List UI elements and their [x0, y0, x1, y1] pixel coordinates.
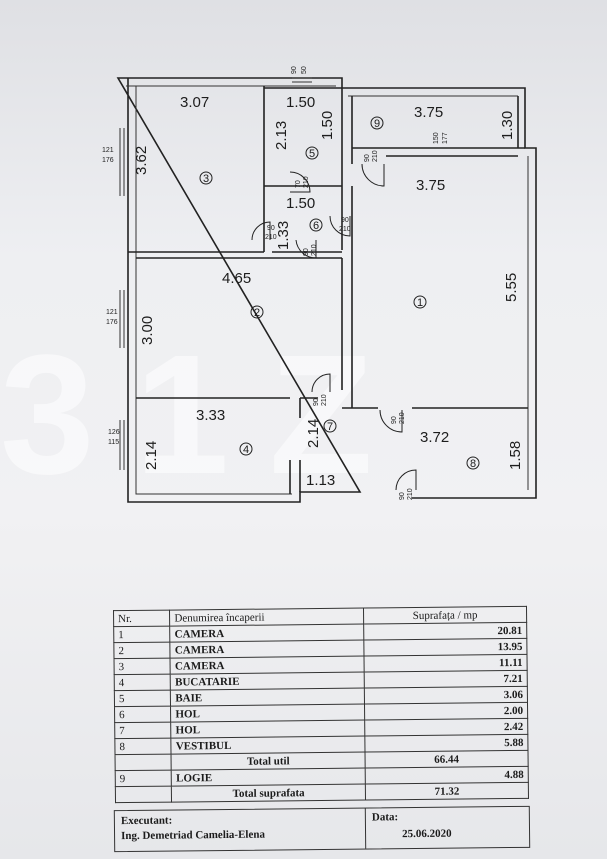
dim-room4-width: 3.33	[196, 407, 225, 424]
outer-wall-inner-line	[126, 85, 529, 495]
dim-room9-height: 1.30	[499, 111, 516, 140]
window-mark-r9-b: 177	[442, 132, 449, 144]
svg-text:8: 8	[470, 458, 476, 470]
door-mark-r3-b: 210	[265, 234, 277, 241]
dim-room3-height: 3.62	[133, 146, 150, 175]
door-mark-r8-b: 210	[399, 412, 406, 424]
window-mark-r3-b: 176	[102, 157, 114, 164]
door-mark-r1-b: 210	[339, 226, 351, 233]
svg-text:4: 4	[243, 444, 249, 456]
door-mark-entry-a: 90	[399, 492, 406, 500]
total-value: 71.32	[365, 782, 529, 801]
door-mark-r6-b: 210	[311, 244, 318, 256]
room-number-8: 8	[466, 456, 480, 470]
svg-text:6: 6	[313, 220, 319, 232]
signature-box: Executant: Ing. Demetriad Camelia-Elena …	[113, 805, 531, 853]
total-label: Total suprafata	[171, 784, 366, 803]
door-mark-r9-b: 210	[372, 150, 379, 162]
svg-text:3: 3	[203, 173, 209, 185]
header-nr: Nr.	[113, 610, 171, 627]
date-block: Data: 25.06.2020	[364, 806, 531, 849]
room-number-2: 2	[250, 305, 264, 319]
executant-name: Ing. Demetriad Camelia-Elena	[121, 828, 266, 843]
dim-room7-width: 1.13	[306, 472, 335, 489]
executant-block: Executant: Ing. Demetriad Camelia-Elena	[121, 813, 265, 845]
windows	[119, 77, 312, 470]
svg-text:1: 1	[417, 297, 423, 309]
date-value: 25.06.2020	[401, 827, 452, 841]
window-mark-r9-a: 150	[433, 132, 440, 144]
room-number-9: 9	[370, 116, 384, 130]
dim-room7-height: 2.14	[305, 419, 322, 448]
door-mark-r8-a: 90	[391, 416, 398, 424]
door-mark-r9-a: 90	[364, 154, 371, 162]
dim-room1-width: 3.75	[416, 177, 445, 194]
door-mark-r6-a: 90	[303, 248, 310, 256]
dim-room8-width: 3.72	[420, 429, 449, 446]
window-mark-top-b: 50	[301, 66, 308, 74]
window-mark-r2-a: 121	[106, 309, 118, 316]
room-number-6: 6	[309, 218, 323, 232]
door-mark-r3-a: 90	[267, 225, 275, 232]
door-mark-r5-b: 210	[303, 176, 310, 188]
door-mark-r5-a: 70	[295, 180, 302, 188]
room-number-7: 7	[323, 419, 337, 433]
door-arcs	[251, 163, 417, 491]
dim-room9-width: 3.75	[414, 104, 443, 121]
dim-room5-height: 2.13	[273, 121, 290, 150]
total-util-value: 66.44	[365, 750, 529, 769]
dim-room2-width: 4.65	[222, 270, 251, 287]
svg-text:5: 5	[309, 148, 315, 160]
room-number-4: 4	[239, 442, 253, 456]
door-mark-r2-b: 210	[321, 394, 328, 406]
date-label: Data:	[371, 811, 399, 824]
window-mark-top-a: 90	[291, 66, 298, 74]
floor-plan: 3.07 3.62 1.50 2.13 1.50 3.75 1.30 3.75 …	[102, 66, 537, 503]
dim-room8-height: 1.58	[507, 441, 524, 470]
door-mark-r2-a: 90	[313, 398, 320, 406]
dim-room3-width: 3.07	[180, 94, 209, 111]
room-number-5: 5	[305, 146, 319, 160]
room-number-3: 3	[199, 171, 213, 185]
dim-room4-height: 2.14	[143, 441, 160, 470]
outer-wall	[116, 77, 537, 503]
window-mark-r4-b: 115	[108, 439, 119, 446]
svg-text:2: 2	[254, 307, 260, 319]
dim-room5-width: 1.50	[286, 94, 315, 111]
dim-room1-height: 5.55	[503, 273, 520, 302]
door-mark-entry-b: 210	[407, 488, 414, 500]
executant-label: Executant:	[120, 814, 173, 828]
area-table: Nr. Denumirea încaperii Suprafața / mp 1…	[113, 606, 529, 803]
door-mark-r1-a: 90	[341, 217, 349, 224]
window-mark-r2-b: 176	[106, 319, 118, 326]
svg-text:7: 7	[327, 421, 333, 433]
room-number-1: 1	[413, 295, 427, 309]
window-mark-r4-a: 126	[108, 429, 120, 436]
svg-text:9: 9	[374, 118, 380, 130]
dim-room5-height-2: 1.50	[319, 111, 336, 140]
dim-room6-height: 1.33	[275, 221, 292, 250]
interior-walls	[128, 86, 528, 494]
dim-room2-height: 3.00	[139, 316, 156, 345]
window-mark-r3-a: 121	[102, 147, 114, 154]
dim-room6-width: 1.50	[286, 195, 315, 212]
header-area: Suprafața / mp	[363, 606, 527, 625]
